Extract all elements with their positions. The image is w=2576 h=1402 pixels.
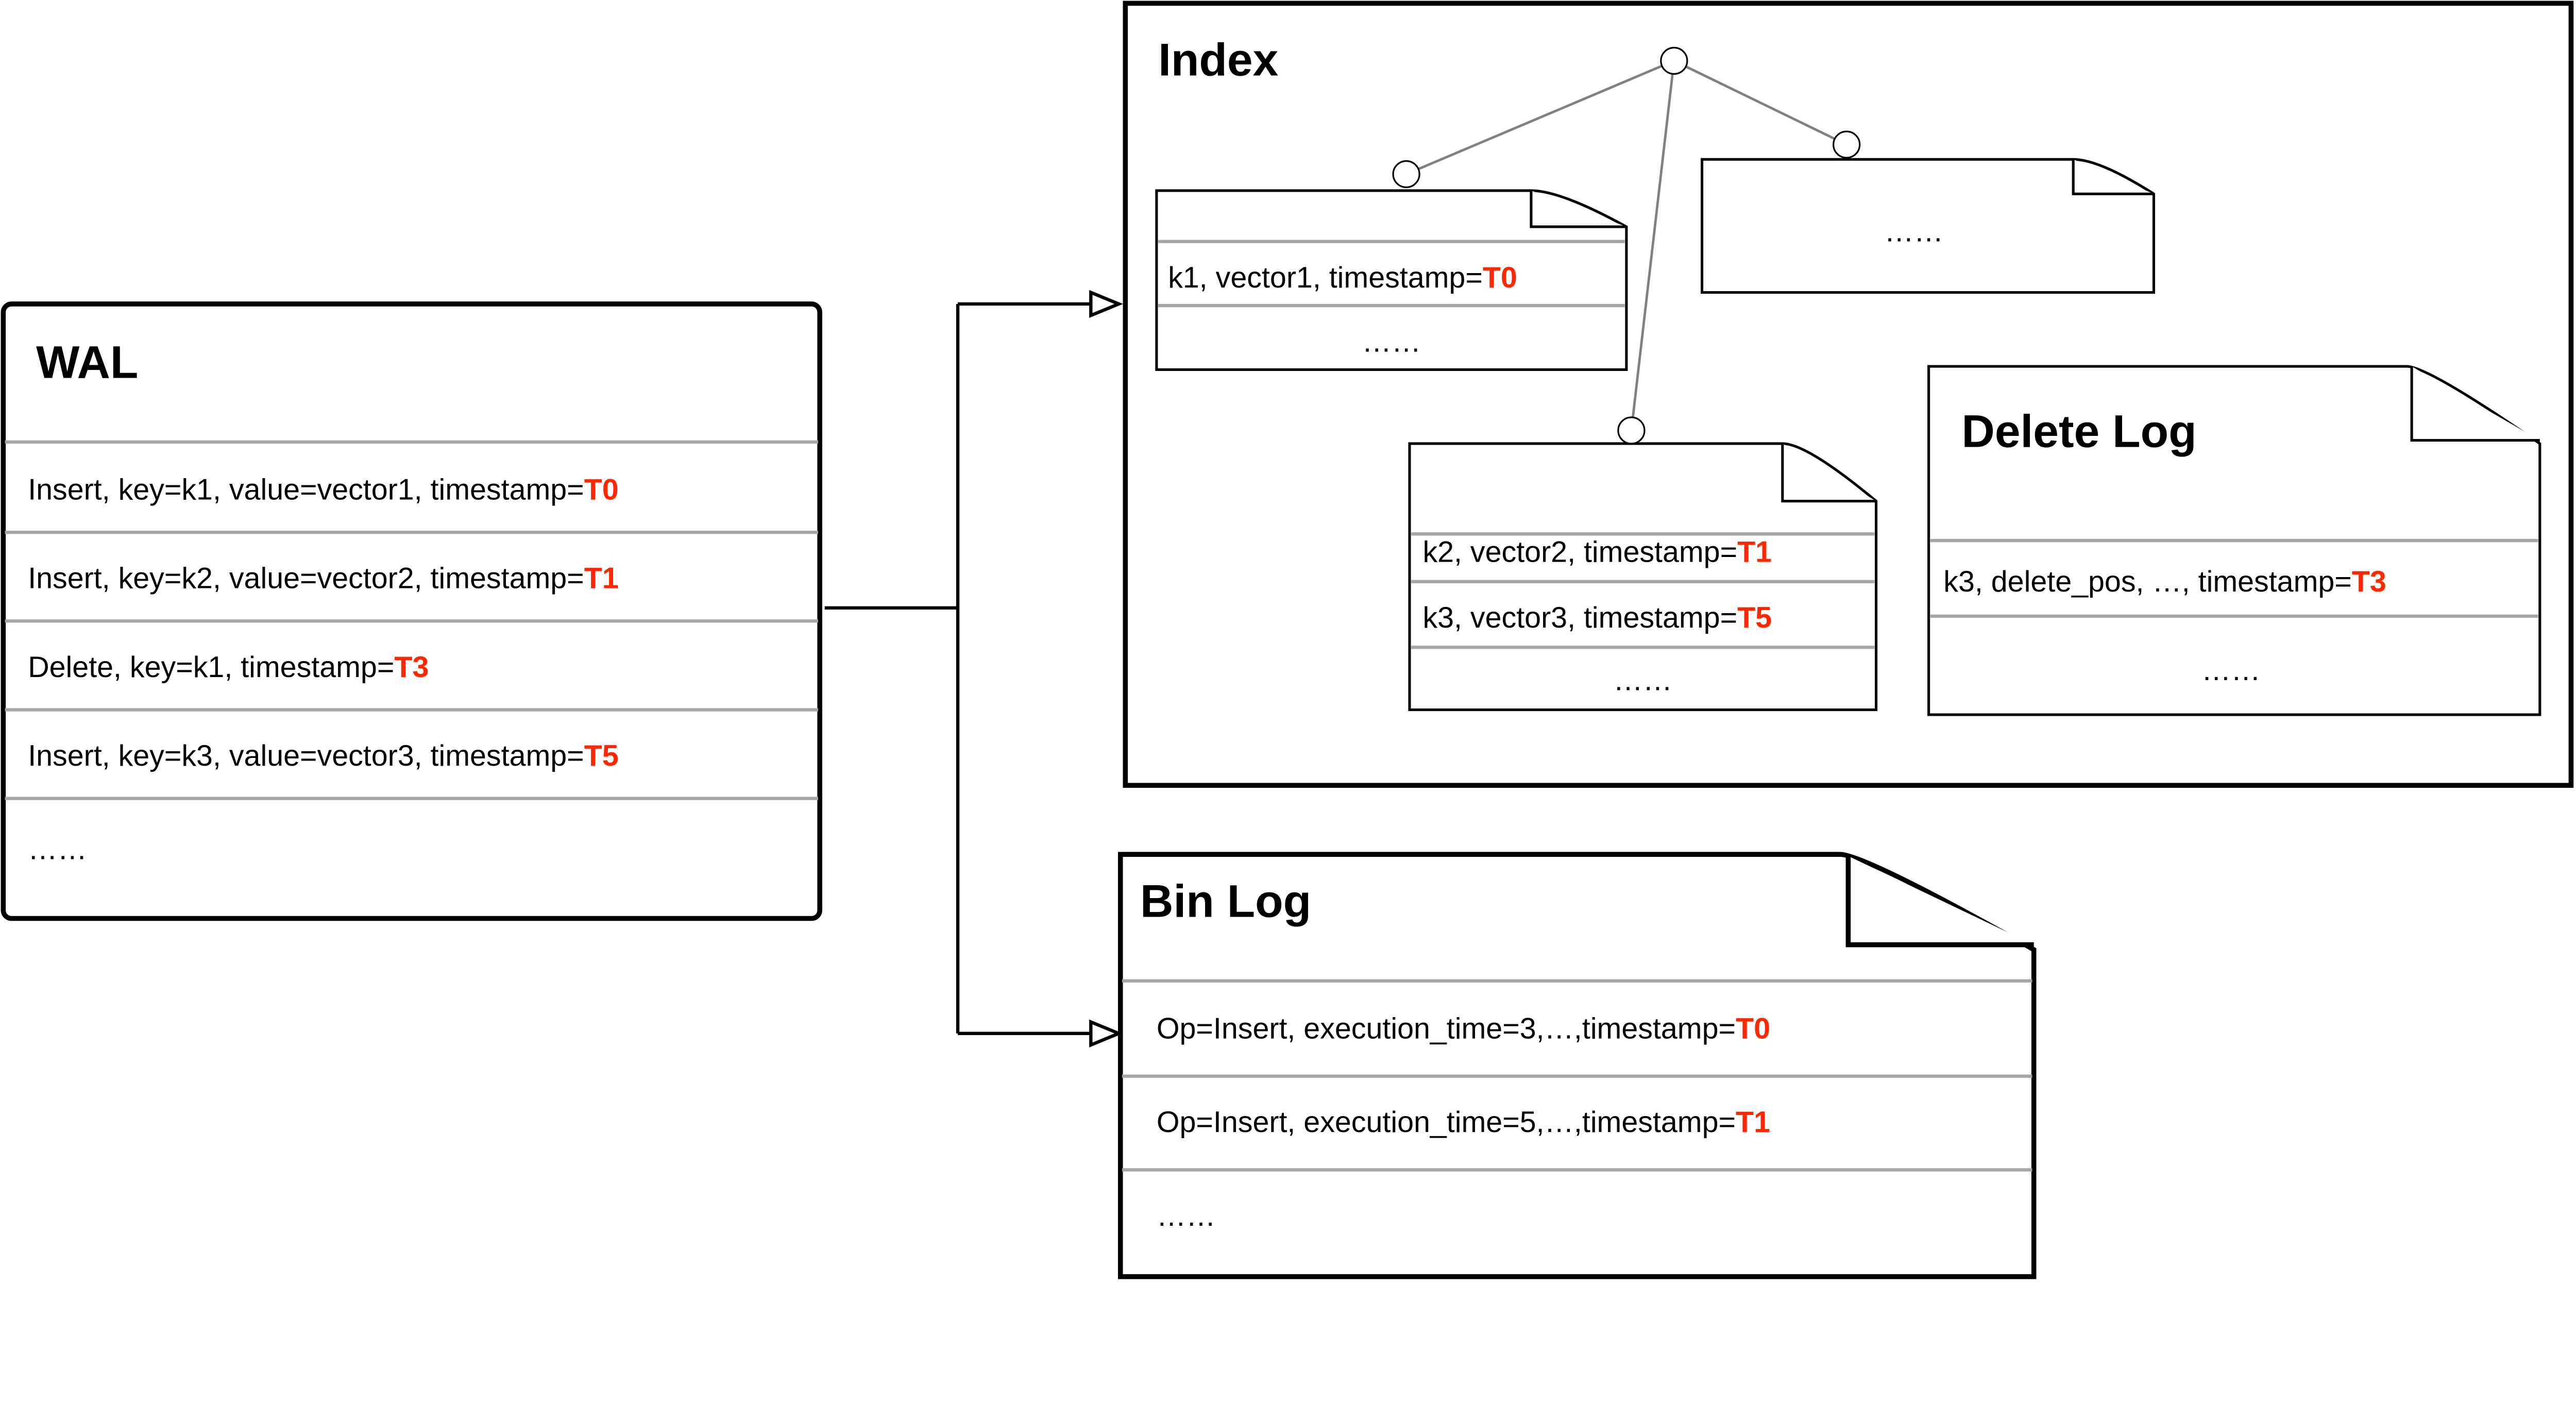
- segment-row: k1, vector1, timestamp=T0: [1168, 261, 1517, 294]
- segment-row: k2, vector2, timestamp=T1: [1422, 536, 1772, 569]
- segment-row: k3, vector3, timestamp=T5: [1422, 601, 1772, 634]
- tree-edges: [1405, 59, 1848, 431]
- bin-log: Bin Log Op=Insert, execution_time=3,…,ti…: [1117, 852, 2037, 1279]
- index-segment-2: ……: [1701, 158, 2156, 294]
- wal-box: WAL Insert, key=k1, value=vector1, times…: [1, 301, 822, 921]
- index-segment-3: k2, vector2, timestamp=T1 k3, vector3, t…: [1408, 442, 1878, 712]
- bin-log-row: Op=Insert, execution_time=3,…,timestamp=…: [1157, 1012, 1770, 1045]
- delete-log-row: k3, delete_pos, …, timestamp=T3: [1943, 565, 2386, 598]
- tree-node: [1660, 46, 1688, 75]
- diagram: WAL Insert, key=k1, value=vector1, times…: [1, 1, 2574, 1279]
- tree-node: [1617, 416, 1646, 445]
- segment-ellipsis: ……: [1613, 664, 1672, 697]
- delete-log: Delete Log k3, delete_pos, …, timestamp=…: [1927, 365, 2541, 716]
- bin-log-title: Bin Log: [1140, 875, 1311, 926]
- tree-node: [1833, 130, 1861, 159]
- delete-log-title: Delete Log: [1961, 405, 2196, 457]
- wal-row: Insert, key=k1, value=vector1, timestamp…: [28, 473, 618, 506]
- arrow-head-icon: [1089, 1019, 1123, 1048]
- index-segment-1: k1, vector1, timestamp=T0 ……: [1155, 189, 1628, 371]
- wal-ellipsis: ……: [28, 833, 87, 866]
- segment-ellipsis: ……: [1362, 325, 1421, 358]
- tree-nodes: [1392, 46, 1861, 445]
- connector: [824, 290, 1123, 1048]
- arrow-head-icon: [1089, 290, 1123, 318]
- wal-title: WAL: [36, 336, 138, 387]
- bin-log-ellipsis: ……: [1157, 1200, 1216, 1232]
- delete-log-ellipsis: ……: [2201, 654, 2261, 687]
- index-title: Index: [1158, 34, 1278, 86]
- wal-row: Insert, key=k2, value=vector2, timestamp…: [28, 562, 618, 595]
- wal-row: Delete, key=k1, timestamp=T3: [28, 651, 429, 684]
- index-box: Index k1, vector1, timestamp=T0 …… …… k: [1123, 1, 2574, 788]
- tree-node: [1392, 160, 1420, 189]
- bin-log-row: Op=Insert, execution_time=5,…,timestamp=…: [1157, 1106, 1770, 1139]
- segment-ellipsis: ……: [1885, 215, 1944, 248]
- wal-row: Insert, key=k3, value=vector3, timestamp…: [28, 739, 618, 772]
